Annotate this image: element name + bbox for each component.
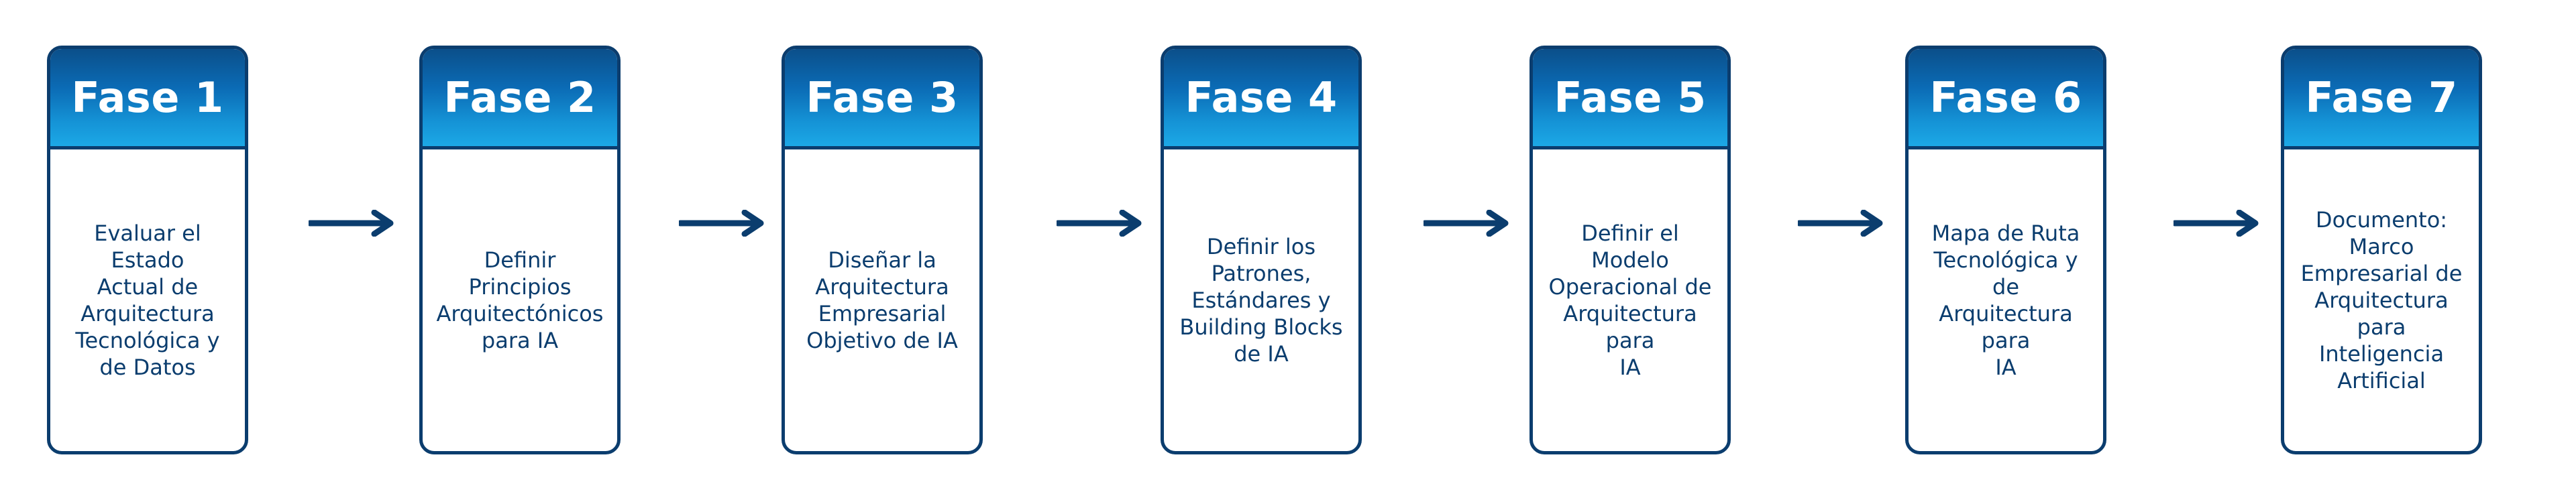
phase-card-4: Fase 4 Definir los Patrones, Estándares … (1161, 46, 1362, 454)
phase-body-6: Mapa de Ruta Tecnológica y de Arquitectu… (1909, 149, 2103, 451)
phase-title-7: Fase 7 (2284, 49, 2479, 149)
phase-line: Empresarial (818, 301, 947, 326)
phase-line: Operacional de (1548, 274, 1712, 300)
phase-body-2: Definir Principios Arquitectónicos para … (423, 149, 617, 451)
phase-line: Marco (2349, 234, 2414, 259)
phase-card-2: Fase 2 Definir Principios Arquitectónico… (419, 46, 621, 454)
phase-line: de IA (1234, 341, 1289, 367)
phase-description-4: Definir los Patrones, Estándares y Build… (1179, 233, 1342, 367)
phase-title-2: Fase 2 (423, 49, 617, 149)
phase-description-5: Definir el Modelo Operacional de Arquite… (1542, 220, 1718, 381)
phase-line: Empresarial de (2300, 261, 2463, 286)
arrow-right-icon (309, 210, 394, 237)
phase-line: Tecnológica y (75, 328, 220, 353)
phase-line: IA (1995, 355, 2017, 380)
phase-body-1: Evaluar el Estado Actual de Arquitectura… (50, 149, 245, 451)
arrow-right-icon (2174, 210, 2259, 237)
phase-line: Evaluar el Estado (94, 221, 201, 273)
phase-line: Building Blocks (1179, 314, 1343, 340)
phase-line: Estándares y (1191, 288, 1331, 313)
phase-card-5: Fase 5 Definir el Modelo Operacional de … (1529, 46, 1731, 454)
phase-line: Arquitectura (80, 301, 215, 326)
phase-body-4: Definir los Patrones, Estándares y Build… (1164, 149, 1358, 451)
phase-line: Artificial (2337, 368, 2426, 393)
phase-title-4: Fase 4 (1164, 49, 1358, 149)
phase-description-3: Diseñar la Arquitectura Empresarial Obje… (806, 247, 958, 354)
phase-line: de Datos (99, 355, 196, 380)
phase-line: Definir Principios (468, 247, 572, 300)
phase-line: Arquitectura para (1563, 301, 1697, 353)
phase-line: Documento: (2315, 207, 2448, 233)
phase-line: Actual de (97, 274, 199, 300)
phase-description-6: Mapa de Ruta Tecnológica y de Arquitectu… (1918, 220, 2094, 381)
arrow-right-icon (679, 210, 764, 237)
phase-card-6: Fase 6 Mapa de Ruta Tecnológica y de Arq… (1905, 46, 2106, 454)
phase-line: Definir el Modelo (1581, 221, 1679, 273)
phase-title-6: Fase 6 (1909, 49, 2103, 149)
phase-line: Arquitectura para (1939, 301, 2073, 353)
phase-line: IA (1619, 355, 1641, 380)
phase-body-5: Definir el Modelo Operacional de Arquite… (1533, 149, 1727, 451)
phase-line: para IA (481, 328, 559, 353)
phase-title-1: Fase 1 (50, 49, 245, 149)
phase-description-2: Definir Principios Arquitectónicos para … (432, 247, 608, 354)
phase-line: Mapa de Ruta (1931, 221, 2080, 246)
phase-line: Definir los (1206, 234, 1316, 259)
phase-card-7: Fase 7 Documento: Marco Empresarial de A… (2281, 46, 2482, 454)
phase-body-3: Diseñar la Arquitectura Empresarial Obje… (785, 149, 979, 451)
arrow-right-icon (1424, 210, 1509, 237)
phase-line: Patrones, (1211, 261, 1311, 286)
phase-title-3: Fase 3 (785, 49, 979, 149)
phase-line: Tecnológica y de (1933, 247, 2078, 300)
arrow-right-icon (1057, 210, 1142, 237)
phase-description-1: Evaluar el Estado Actual de Arquitectura… (60, 220, 235, 381)
arrow-right-icon (1798, 210, 1883, 237)
phase-body-7: Documento: Marco Empresarial de Arquitec… (2284, 149, 2479, 451)
phase-line: Objetivo de IA (806, 328, 958, 353)
phase-description-7: Documento: Marco Empresarial de Arquitec… (2294, 206, 2469, 394)
phase-card-1: Fase 1 Evaluar el Estado Actual de Arqui… (47, 46, 248, 454)
phase-line: Arquitectura para (2314, 288, 2449, 340)
phase-line: Inteligencia (2318, 341, 2445, 367)
phase-line: Arquitectónicos (436, 301, 604, 326)
phase-line: Arquitectura (815, 274, 949, 300)
phase-card-3: Fase 3 Diseñar la Arquitectura Empresari… (782, 46, 983, 454)
phase-title-5: Fase 5 (1533, 49, 1727, 149)
phase-line: Diseñar la (828, 247, 936, 273)
